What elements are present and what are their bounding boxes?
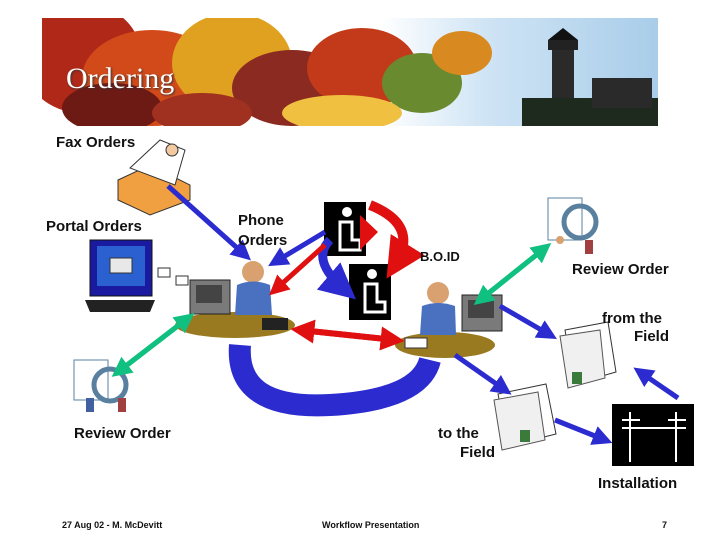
fax-orders-label: Fax Orders [56, 134, 136, 151]
computer-icon [85, 239, 189, 312]
phone-orders-label-line2: Orders [238, 232, 288, 249]
fax-machine-icon [117, 139, 191, 216]
boid-label: B.O.ID [420, 249, 460, 264]
document-magnifier-icon-left [73, 359, 129, 412]
person-at-desk-icon-2 [349, 264, 391, 320]
paper-stack-icon-from-field [559, 321, 617, 389]
footer-author-date: 27 Aug 02 - M. McDevitt [62, 520, 163, 530]
utility-pole-icon [612, 404, 694, 466]
field-label-2: Field [460, 444, 496, 461]
portal-orders-label: Portal Orders [46, 218, 142, 235]
header-banner [42, 18, 658, 126]
telephone-operator-icon [175, 261, 295, 338]
autumn-leaves-image [42, 18, 492, 126]
field-label-1: Field [634, 328, 670, 345]
footer-page-number: 7 [662, 520, 668, 530]
review-order-right-label: Review Order [572, 261, 669, 278]
installation-label: Installation [598, 475, 678, 492]
phone-orders-label-line1: Phone [238, 212, 284, 229]
review-order-left-label: Review Order [74, 425, 171, 442]
from-the-label: from the [602, 310, 662, 327]
lighthouse-image [522, 28, 658, 126]
person-at-desk-icon [324, 202, 366, 256]
footer-presentation-title: Workflow Presentation [322, 520, 420, 530]
paper-stack-icon-to-field [493, 383, 557, 451]
document-magnifier-icon-right [547, 197, 599, 254]
to-the-label: to the [438, 425, 479, 442]
slide-title: Ordering [66, 62, 175, 95]
